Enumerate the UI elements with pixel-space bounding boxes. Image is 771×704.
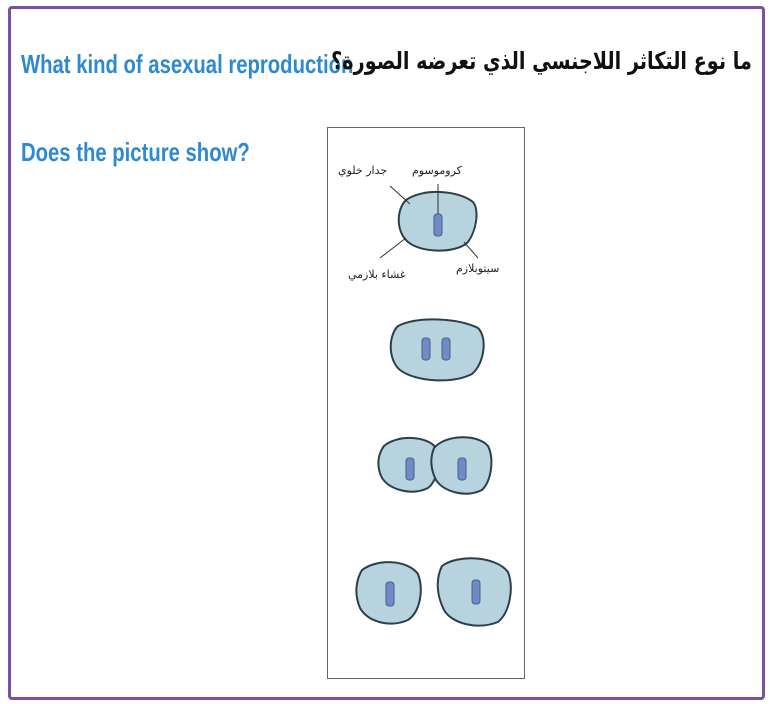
chromosome-stage-1 xyxy=(434,214,442,236)
chromosome-stage-2a xyxy=(422,338,430,360)
cell-stage-2 xyxy=(391,319,484,380)
label-cell-wall: جدار خلوي xyxy=(338,164,387,177)
label-chromosome: كروموسوم xyxy=(412,164,462,177)
chromosome-stage-2b xyxy=(442,338,450,360)
chromosome-stage-3a xyxy=(406,458,414,480)
pointer-cell-wall xyxy=(390,186,410,204)
pointer-cytoplasm xyxy=(464,242,478,258)
label-cytoplasm: سيتوبلازم xyxy=(456,262,499,275)
question-english-line2: Does the picture show? xyxy=(21,137,250,168)
pointer-membrane xyxy=(380,238,406,258)
label-plasma-membrane: غشاء بلازمي xyxy=(348,268,406,281)
chromosome-stage-4a xyxy=(386,582,394,606)
question-arabic: ما نوع التكاثر اللاجنسي الذي تعرضه الصور… xyxy=(331,47,752,75)
chromosome-stage-4b xyxy=(472,580,480,604)
binary-fission-diagram xyxy=(328,128,524,678)
slide-frame: What kind of asexual reproduction Does t… xyxy=(8,6,765,700)
question-english-line1: What kind of asexual reproduction xyxy=(21,49,353,80)
binary-fission-figure: كروموسوم جدار خلوي سيتوبلازم غشاء بلازمي xyxy=(327,127,525,679)
chromosome-stage-3b xyxy=(458,458,466,480)
